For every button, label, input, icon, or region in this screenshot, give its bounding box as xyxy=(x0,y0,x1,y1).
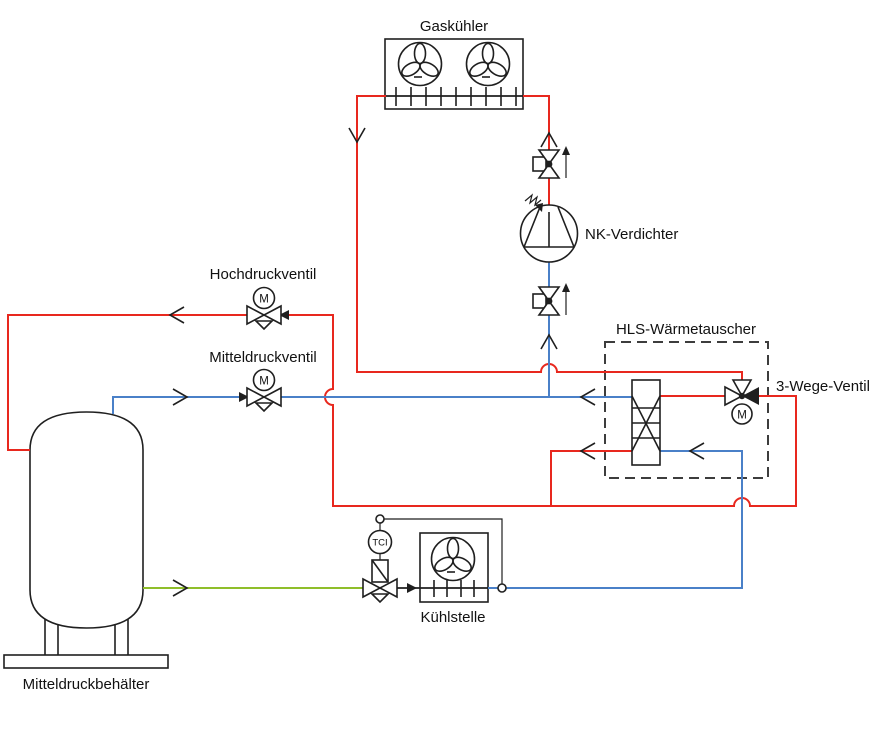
flow-left-arrow xyxy=(688,442,705,460)
medium-pressure-valve-label: Mitteldruckventil xyxy=(209,349,317,366)
pipe-evaporator-to-exchanger xyxy=(488,450,743,589)
medium-pressure-valve: M xyxy=(246,368,282,412)
pipe-medium-pressure-main xyxy=(112,396,632,414)
pipe-exchanger-bottom-out xyxy=(550,450,632,506)
capacity-control-arrowhead xyxy=(535,203,543,212)
flow-right-arrow xyxy=(172,388,189,406)
tci-controller-label: TCI xyxy=(372,538,387,549)
motor-actuator-label: M xyxy=(259,294,269,306)
pipes xyxy=(7,95,797,589)
gas-cooler xyxy=(384,38,524,110)
heat-exchanger-core xyxy=(631,379,661,466)
suction-shutoff-valve xyxy=(532,283,570,316)
gas-cooler-label: Gaskühler xyxy=(420,18,488,35)
tci-controller-icon xyxy=(367,529,393,555)
cooling-point xyxy=(419,532,489,603)
pipe-gas-cooler-to-three-way-valve xyxy=(356,95,743,386)
tank-vessel xyxy=(29,411,144,629)
gas-cooler-coil-fins xyxy=(395,87,517,106)
receiver-label: Mitteldruckbehälter xyxy=(23,676,150,693)
motor-actuator-icon xyxy=(252,368,276,392)
capacity-control-zigzag-arrow xyxy=(524,193,542,207)
three-way-valve: M xyxy=(724,379,759,425)
motor-actuator-icon xyxy=(252,286,276,310)
flow-up-arrow xyxy=(540,131,558,148)
flow-left-arrow xyxy=(579,442,596,460)
sensor-bulb-node xyxy=(497,583,507,593)
flow-left-arrow xyxy=(579,388,596,406)
flow-right-arrow xyxy=(172,579,189,597)
flow-left-arrow xyxy=(168,306,185,324)
compressor-label: NK-Verdichter xyxy=(585,226,678,243)
cooling-point-coil-fins xyxy=(433,580,475,597)
high-pressure-valve: M xyxy=(246,286,282,330)
labels: Gaskühler NK-Verdichter Hochdruckventil … xyxy=(23,18,870,693)
flow-right-arrowhead xyxy=(239,392,249,402)
three-way-valve-label: 3-Wege-Ventil xyxy=(776,378,870,395)
fan-icon xyxy=(430,536,476,582)
small-flow-arrows xyxy=(239,310,417,593)
motor-actuator-label: M xyxy=(737,410,747,422)
flow-down-arrow xyxy=(348,127,366,144)
receiver-tank xyxy=(3,411,169,669)
cooling-point-label: Kühlstelle xyxy=(420,609,485,626)
flow-left-arrowhead xyxy=(279,310,289,320)
compressor xyxy=(519,193,579,263)
flow-right-arrowhead xyxy=(407,583,417,593)
pipe-bypass-to-receiver xyxy=(7,314,797,507)
discharge-shutoff-valve xyxy=(532,146,570,179)
heat-exchanger-label: HLS-Wärmetauscher xyxy=(616,321,756,338)
fan-icon xyxy=(397,41,443,87)
heat-exchanger-dashed-frame xyxy=(604,341,769,479)
high-pressure-valve-label: Hochdruckventil xyxy=(210,266,317,283)
fan-icon xyxy=(465,41,511,87)
flow-up-arrow xyxy=(540,333,558,350)
motor-actuator-label: M xyxy=(259,376,269,388)
expansion-valve-tci: TCI xyxy=(362,514,507,603)
motor-actuator-icon xyxy=(731,403,753,425)
flow-direction-arrows xyxy=(168,127,705,597)
tank-base-plate xyxy=(3,654,169,669)
capillary-node xyxy=(375,514,385,524)
capillary-line xyxy=(379,518,503,584)
